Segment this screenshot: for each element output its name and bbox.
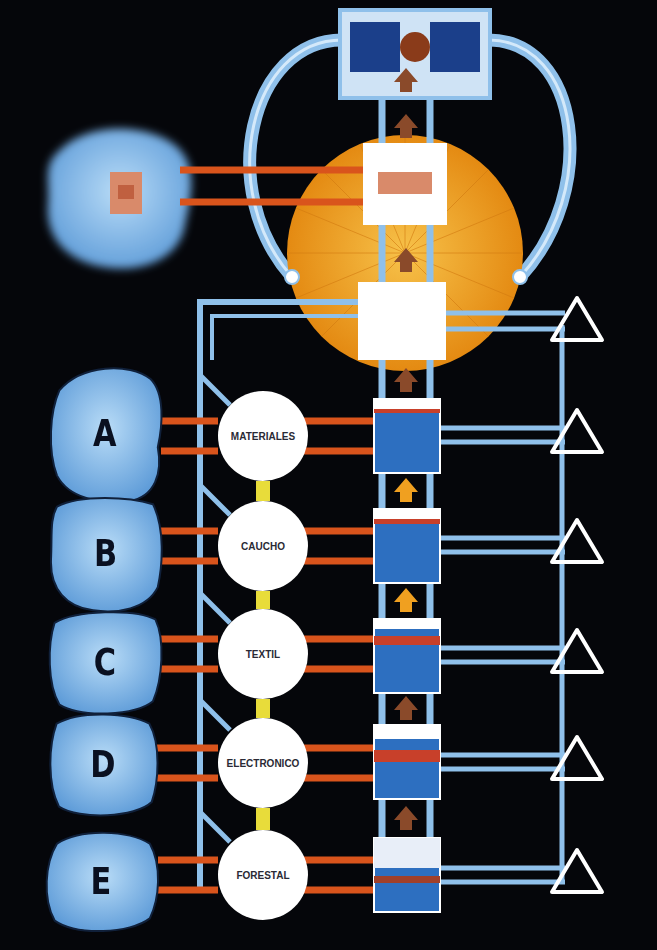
sector-circle: TEXTIL bbox=[218, 609, 308, 699]
triangles bbox=[552, 298, 602, 892]
sector-circle: FORESTAL bbox=[218, 830, 308, 920]
up-arrow bbox=[394, 248, 418, 272]
sector-cloud: A bbox=[45, 362, 165, 504]
sector-cloud: E bbox=[40, 826, 162, 936]
orange-link bbox=[161, 531, 218, 561]
yellow-bar bbox=[263, 699, 264, 718]
orange-link bbox=[180, 199, 365, 206]
sector-label: ELECTRONICO bbox=[227, 758, 300, 769]
orange-links bbox=[300, 421, 376, 890]
sector-letter: E bbox=[91, 859, 112, 903]
yellow-bar bbox=[263, 808, 264, 830]
yellow-bar bbox=[263, 591, 264, 609]
box-chip bbox=[378, 172, 432, 194]
up-arrow bbox=[394, 588, 418, 612]
level-square bbox=[374, 619, 440, 693]
sector-cloud: D bbox=[45, 708, 161, 820]
cloud-chip bbox=[110, 172, 142, 214]
arch-joint bbox=[285, 270, 299, 284]
sector-letter: B bbox=[93, 531, 116, 575]
white-box bbox=[358, 282, 446, 360]
level-square bbox=[374, 838, 440, 912]
up-arrow bbox=[394, 68, 418, 92]
orange-link bbox=[161, 639, 218, 669]
up-arrow bbox=[394, 696, 418, 720]
up-arrow bbox=[394, 478, 418, 502]
sector-letter: C bbox=[94, 640, 116, 684]
sector-letter: A bbox=[93, 411, 117, 455]
orange-link bbox=[180, 167, 365, 174]
yellow-bar bbox=[263, 481, 264, 501]
orange-link bbox=[161, 421, 218, 451]
sector-label: TEXTIL bbox=[246, 649, 280, 660]
level-square bbox=[374, 399, 440, 473]
sector-circle: ELECTRONICO bbox=[218, 718, 308, 808]
up-arrow bbox=[394, 368, 418, 392]
top-panel bbox=[350, 22, 400, 72]
feed-pipe bbox=[200, 302, 358, 890]
orange-link bbox=[158, 860, 218, 890]
sector-cloud: C bbox=[45, 606, 165, 718]
cloud-chip-mark bbox=[118, 185, 134, 199]
sector-letter: D bbox=[90, 742, 115, 786]
top-panel bbox=[430, 22, 480, 72]
blue-links bbox=[440, 313, 565, 882]
level-square bbox=[374, 509, 440, 583]
level-square bbox=[374, 725, 440, 799]
top-box bbox=[340, 10, 490, 98]
arch-joint bbox=[513, 270, 527, 284]
sector-label: FORESTAL bbox=[236, 870, 289, 881]
sector-label: CAUCHO bbox=[241, 541, 285, 552]
sector-circle: MATERIALES bbox=[218, 391, 308, 481]
up-arrow bbox=[394, 806, 418, 830]
white-box bbox=[363, 143, 447, 225]
top-core bbox=[400, 32, 430, 62]
sector-label: MATERIALES bbox=[231, 431, 295, 442]
sector-circle: CAUCHO bbox=[218, 501, 308, 591]
orange-link bbox=[157, 748, 218, 778]
return-pipe bbox=[560, 325, 565, 880]
up-arrow bbox=[394, 114, 418, 138]
cloud-shape bbox=[48, 129, 191, 269]
sector-cloud: B bbox=[45, 492, 165, 614]
feed-pipe bbox=[212, 316, 358, 360]
